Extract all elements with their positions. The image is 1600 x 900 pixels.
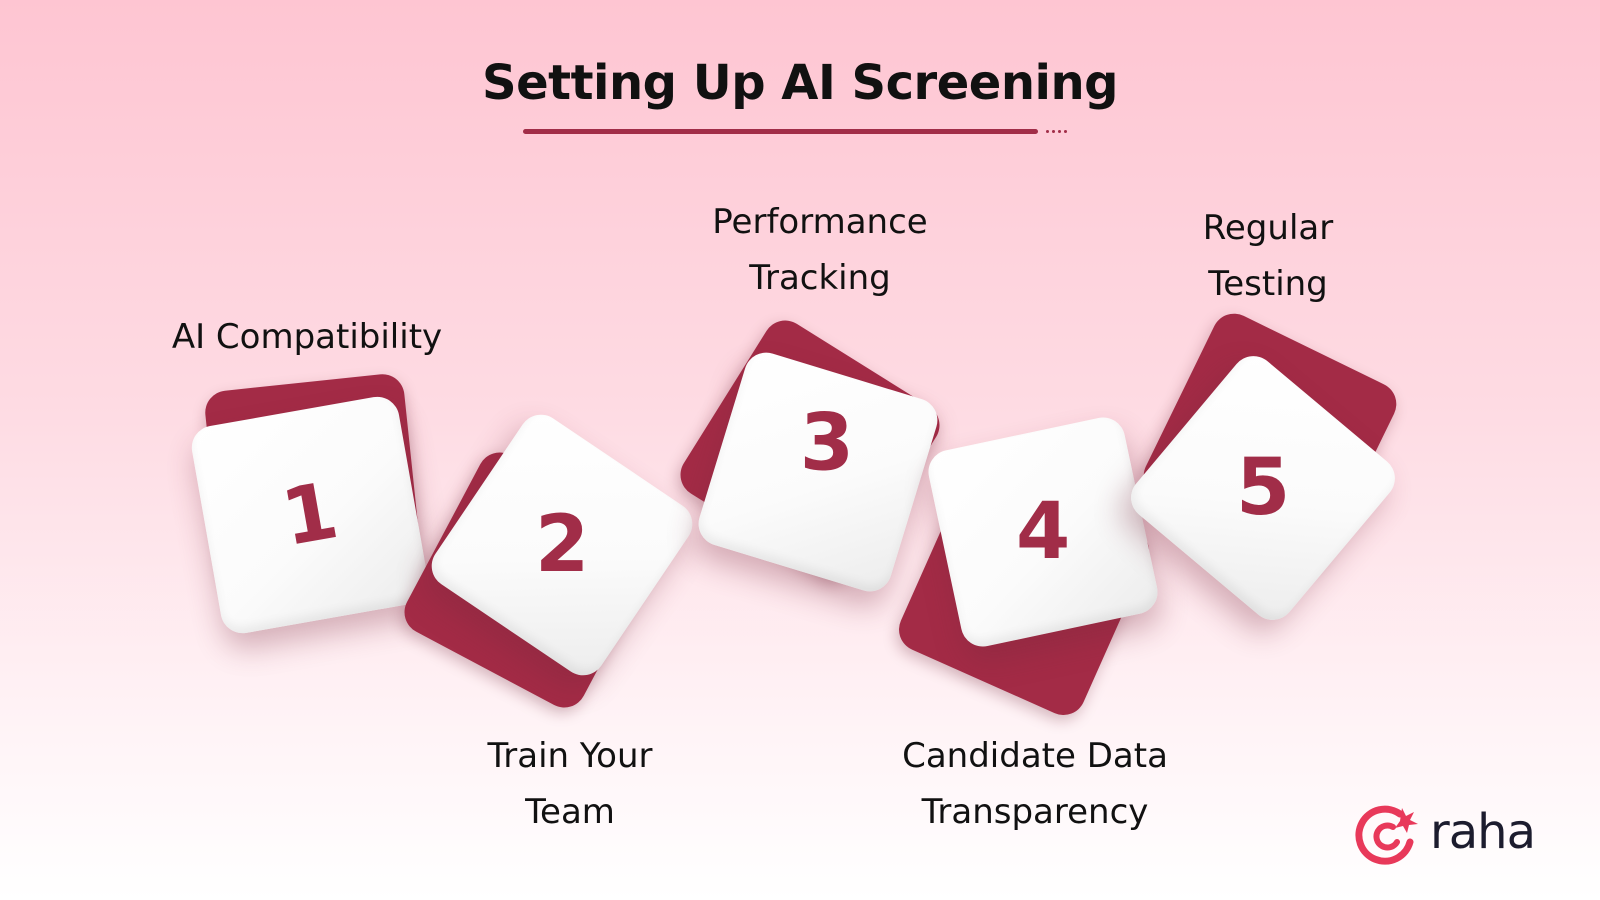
step-1-number: 1 [275,465,345,565]
step-2-label-line1: Train Your [487,736,653,776]
step-3-label-line2: Tracking [749,258,891,298]
step-3-label: Performance Tracking [670,194,970,306]
raha-logo-icon [1355,805,1418,865]
step-5-label-line1: Regular [1202,208,1334,248]
step-1-label: AI Compatibility [171,317,443,357]
step-5-label: Regular Testing [1118,200,1418,312]
raha-logo-text: raha [1430,804,1536,860]
step-4-number: 4 [1015,487,1071,577]
step-1-tile: 1 [188,393,432,637]
step-4-tile: 4 [924,413,1162,651]
step-3-tile: 3 [693,347,943,597]
page-title: Setting Up AI Screening [482,55,1118,111]
title-underline [523,129,1038,134]
step-4-label: Candidate Data Transparency [885,728,1185,840]
step-4-label-line1: Candidate Data [902,736,1168,776]
step-3-label-line1: Performance [712,202,928,242]
raha-logo: raha [1352,800,1542,870]
step-4-label-line2: Transparency [921,792,1149,832]
step-2-label: Train Your Team [420,728,720,840]
step-5-number: 5 [1235,443,1291,533]
step-2-label-line2: Team [525,792,615,832]
step-5-label-line2: Testing [1208,264,1328,304]
step-3-number: 3 [799,398,854,489]
step-2-number: 2 [534,500,590,590]
